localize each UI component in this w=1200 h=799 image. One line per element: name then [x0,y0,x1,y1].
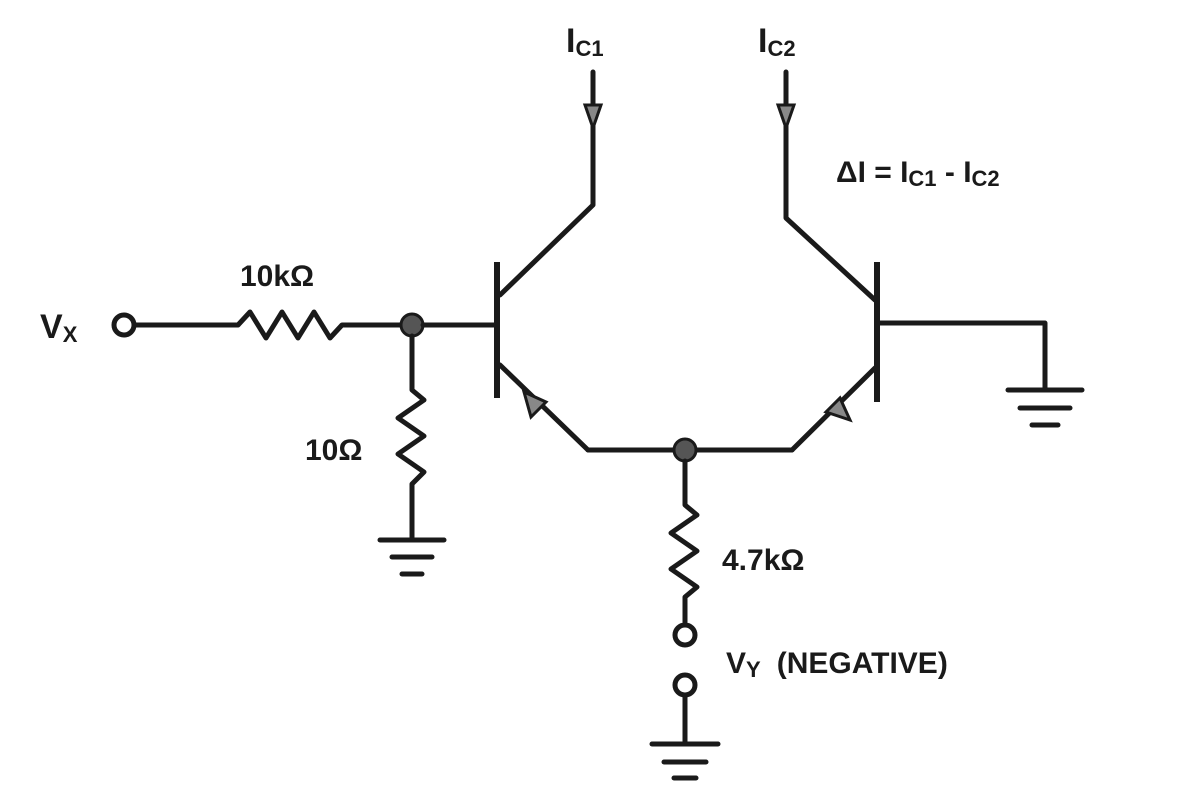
ground-symbol-right [1005,387,1085,428]
vy-terminal-top [672,622,698,648]
q2-emitter-arrow [823,395,853,423]
resistor-4-7k [668,458,700,625]
base-node [399,312,425,338]
transistor-q2 [789,262,1048,453]
resistor-10-ohm [395,333,427,541]
vy-terminal-bottom [672,672,698,698]
ic1-collector-wire [497,69,604,298]
ic2-current-arrow [775,103,797,133]
ic2-label: IC2 [758,22,796,61]
transistor-q1 [494,262,591,453]
vy-label: VY(NEGATIVE) [726,647,948,682]
q1-emitter-wire [497,362,591,453]
q2-base-ground-wire [877,320,1048,391]
resistor-4-7k-label: 4.7kΩ [722,544,804,577]
delta-current-equation: ΔI = IC1 - IC2 [836,156,1000,191]
resistor-10-ohm-label: 10Ω [305,434,362,467]
ic1-current-arrow [582,103,604,133]
resistor-10k [131,309,413,341]
resistor-10k-label: 10kΩ [240,260,314,293]
vx-label: VX [40,308,78,347]
emitter-node [672,437,698,463]
ground-symbol-left [377,537,447,577]
vx-terminal [111,312,137,338]
ic1-label: IC1 [566,22,604,61]
ic2-collector-wire [775,69,878,303]
q1-emitter-arrow [521,389,549,420]
ground-symbol-bottom [649,741,721,781]
